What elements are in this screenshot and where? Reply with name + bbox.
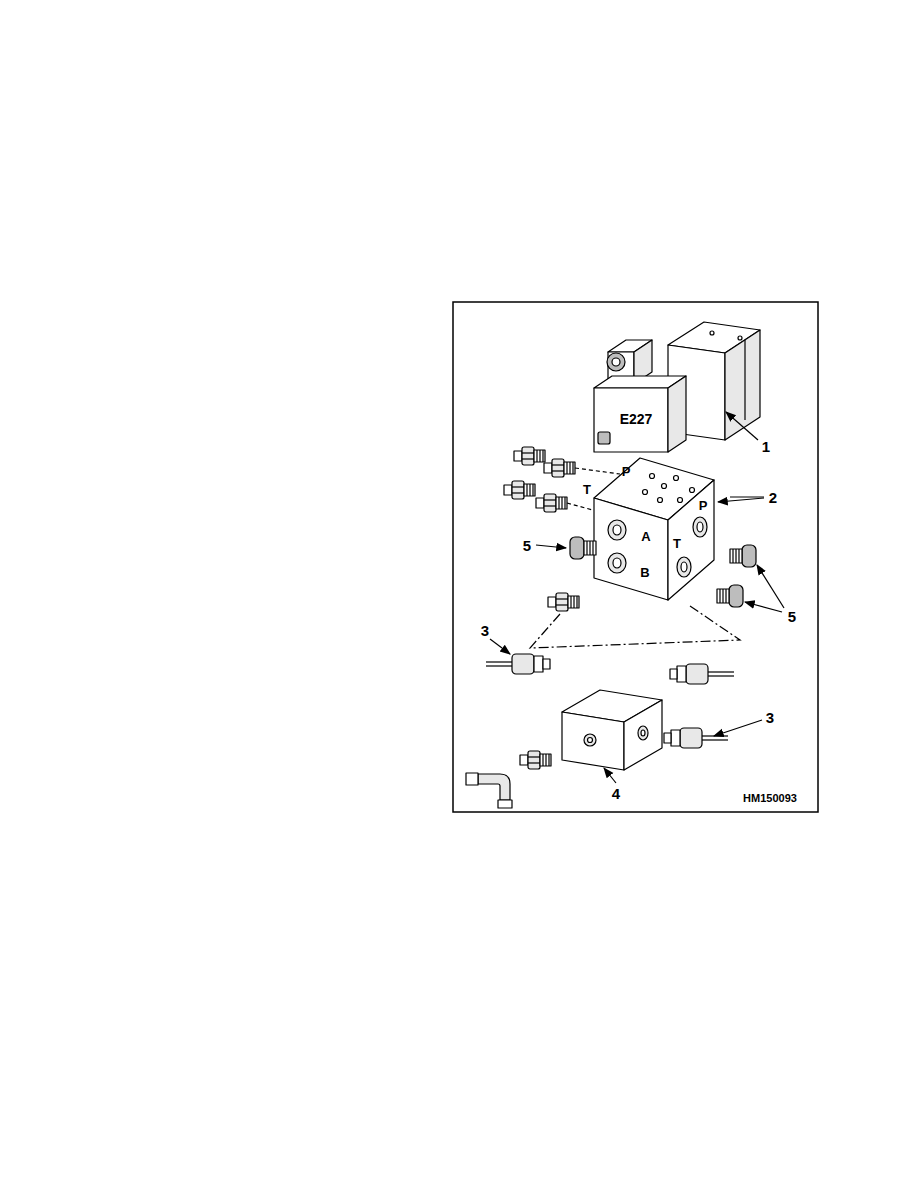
port-label: T <box>673 537 681 550</box>
port-label: B <box>640 566 649 579</box>
elbow-fitting <box>466 751 551 808</box>
callout-number: 3 <box>766 710 774 725</box>
assembly-line <box>530 606 740 648</box>
callout-number: 1 <box>762 439 770 454</box>
leader-line <box>490 639 510 654</box>
manifold-block <box>594 458 714 600</box>
port-label: A <box>641 530 650 543</box>
leader-line <box>745 602 782 612</box>
figure-id: HM150093 <box>743 793 797 804</box>
port-label: P <box>622 465 631 478</box>
port-label: T <box>583 483 591 496</box>
figure-frame <box>453 302 818 812</box>
port-fitting <box>548 593 579 611</box>
port-label: P <box>699 499 708 512</box>
leader-line <box>718 498 764 502</box>
callout-number: 5 <box>788 609 796 624</box>
solenoid-valve <box>594 322 760 452</box>
leader-line <box>536 545 566 548</box>
valve-code: E227 <box>620 412 653 426</box>
leader-line <box>726 412 758 440</box>
port-plugs <box>570 537 756 607</box>
callout-number: 4 <box>612 786 620 801</box>
leader-line <box>714 720 762 736</box>
callout-number: 2 <box>769 490 777 505</box>
callout-number: 3 <box>481 623 489 638</box>
leader-line <box>604 768 616 783</box>
callout-number: 5 <box>523 538 531 553</box>
leader-line <box>757 565 784 608</box>
sensor-block <box>562 690 662 770</box>
